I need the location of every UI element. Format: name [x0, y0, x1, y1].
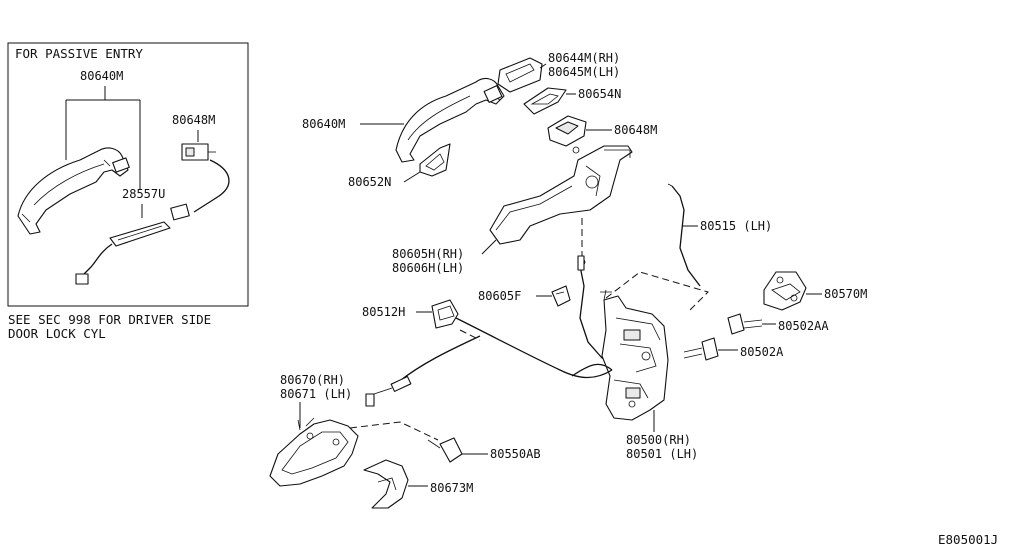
clip-80605F[interactable] — [551, 285, 571, 307]
bolt-80502AA[interactable] — [727, 313, 763, 335]
inset-note-line2: DOOR LOCK CYL — [8, 326, 106, 341]
label-80501-lh[interactable]: 80501 (LH) — [626, 447, 698, 461]
gasket-80654N[interactable] — [523, 87, 567, 115]
label-80644M-rh[interactable]: 80644M(RH) — [548, 51, 620, 65]
inside-handle-80670[interactable] — [269, 417, 359, 487]
inset-pigtail-wire — [83, 243, 113, 275]
label-80500-rh[interactable]: 80500(RH) — [626, 433, 691, 447]
outside-handle-80640M[interactable] — [395, 77, 505, 163]
inset-connector-80648M[interactable] — [181, 143, 216, 161]
label-80670-rh[interactable]: 80670(RH) — [280, 373, 345, 387]
label-80605F[interactable]: 80605F — [478, 289, 521, 303]
label-80671-lh[interactable]: 80671 (LH) — [280, 387, 352, 401]
handle-bracket-80605H[interactable] — [489, 145, 633, 245]
inset-label-28557U[interactable]: 28557U — [122, 187, 165, 201]
cable-80512H[interactable] — [365, 299, 613, 407]
gasket-80652N[interactable] — [419, 143, 451, 177]
label-80645M-lh[interactable]: 80645M(LH) — [548, 65, 620, 79]
inset-leader-80640M — [65, 86, 141, 190]
connector-80648M[interactable] — [547, 115, 587, 147]
dashed-link-4 — [459, 329, 481, 341]
leader-80652N — [403, 171, 421, 183]
label-80515-lh[interactable]: 80515 (LH) — [700, 219, 772, 233]
inset-border — [7, 42, 249, 307]
label-80654N[interactable]: 80654N — [578, 87, 621, 101]
passive-entry-inset: FOR PASSIVE ENTRY 80640M 80648M 28557U — [7, 42, 249, 341]
inset-label-80640M[interactable]: 80640M — [80, 69, 123, 83]
label-80502A[interactable]: 80502A — [740, 345, 784, 359]
escutcheon-80673M[interactable] — [363, 459, 409, 509]
dashed-link-3 — [349, 421, 439, 441]
inset-label-80648M[interactable]: 80648M — [172, 113, 215, 127]
label-80550AB[interactable]: 80550AB — [490, 447, 541, 461]
label-80605H-rh[interactable]: 80605H(RH) — [392, 247, 464, 261]
label-80652N[interactable]: 80652N — [348, 175, 391, 189]
diagram-code: E805001J — [938, 532, 998, 547]
inset-pigtail-plug[interactable] — [75, 273, 89, 285]
label-80606H-lh[interactable]: 80606H(LH) — [392, 261, 464, 275]
inset-outside-handle[interactable] — [17, 147, 130, 235]
inset-title: FOR PASSIVE ENTRY — [15, 46, 143, 61]
label-80640M[interactable]: 80640M — [302, 117, 345, 131]
handle-escutcheon-80644M[interactable] — [497, 57, 543, 93]
inset-antenna-module[interactable] — [109, 203, 190, 247]
label-80502AA[interactable]: 80502AA — [778, 319, 829, 333]
screw-80550AB[interactable] — [427, 437, 463, 463]
door-latch-80500[interactable] — [600, 289, 669, 421]
striker-80570M[interactable] — [763, 271, 807, 311]
inset-antenna-wire — [193, 159, 230, 213]
inset-note-line1: SEE SEC 998 FOR DRIVER SIDE — [8, 312, 211, 327]
label-80648M[interactable]: 80648M — [614, 123, 657, 137]
dashed-link-2 — [605, 271, 709, 311]
leader-80644M — [539, 63, 547, 69]
rod-80515[interactable] — [667, 183, 701, 287]
label-80512H[interactable]: 80512H — [362, 305, 405, 319]
bolt-80502A[interactable] — [683, 337, 719, 361]
leader-80605H — [481, 239, 497, 255]
label-80570M[interactable]: 80570M — [824, 287, 867, 301]
label-80673M[interactable]: 80673M — [430, 481, 473, 495]
